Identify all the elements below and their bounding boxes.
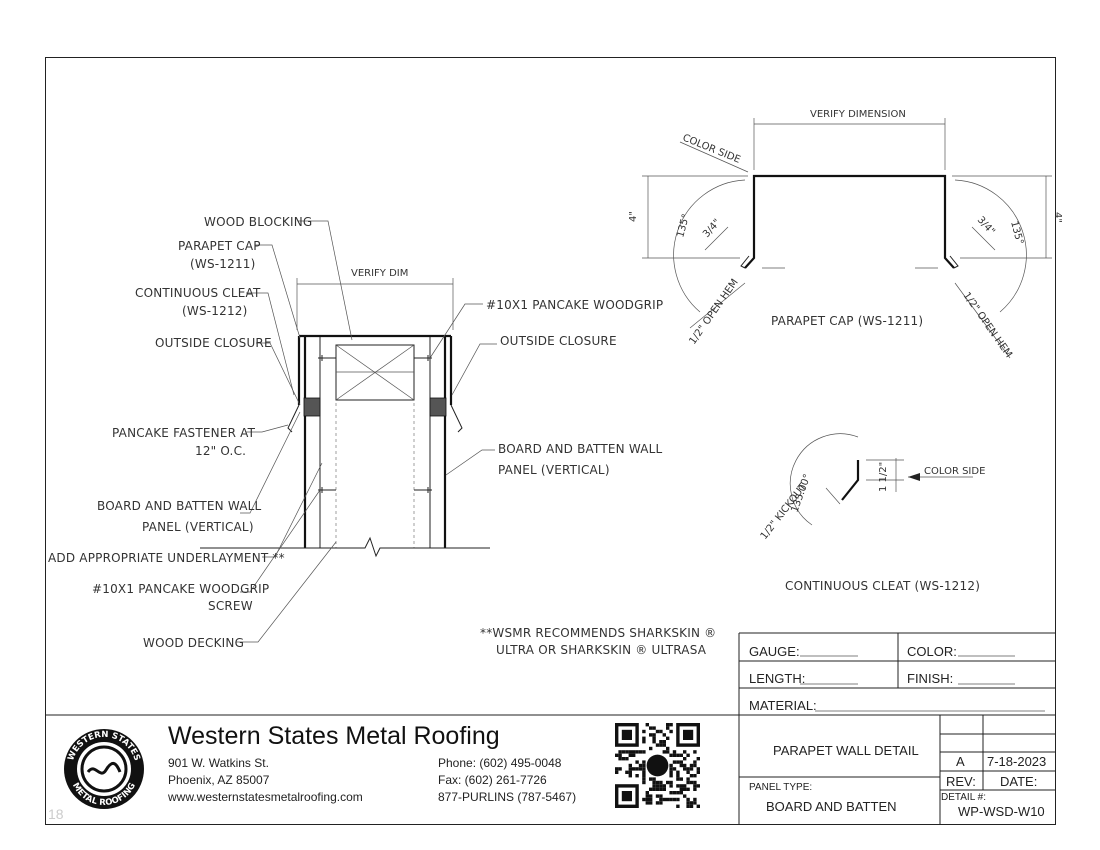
spec-finish-label: FINISH:: [907, 671, 954, 686]
label-outside-closure-left: OUTSIDE CLOSURE: [155, 336, 272, 350]
label-continuous-cleat-code: (WS-1212): [182, 304, 248, 318]
parapet-wall-section: [200, 220, 497, 643]
label-height-left: 4": [628, 211, 639, 222]
drawing-sheet-border: [45, 57, 1056, 825]
label-woodgrip-screw-2: SCREW: [208, 599, 253, 613]
label-woodgrip-top: #10X1 PANCAKE WOODGRIP: [486, 298, 663, 312]
spec-length-label: LENGTH:: [749, 671, 806, 686]
label-color-side-cleat: COLOR SIDE: [924, 466, 985, 477]
label-kickout: 1/2" KICKOUT: [759, 481, 810, 542]
label-outside-closure-right: OUTSIDE CLOSURE: [500, 334, 617, 348]
label-color-side-cap: COLOR SIDE: [681, 133, 742, 166]
label-continuous-cleat: CONTINUOUS CLEAT: [135, 286, 261, 300]
label-board-batten-left-2: PANEL (VERTICAL): [142, 520, 254, 534]
spec-material-label: MATERIAL:: [749, 698, 817, 713]
spec-color-label: COLOR:: [907, 644, 957, 659]
panel-type-value: BOARD AND BATTEN: [766, 799, 897, 814]
parapet-cap-profile: [642, 118, 1052, 359]
label-verify-dimension: VERIFY DIMENSION: [810, 109, 906, 120]
date-value: 7-18-2023: [987, 754, 1047, 769]
label-woodgrip-screw-1: #10X1 PANCAKE WOODGRIP: [92, 582, 269, 596]
label-angle-left: 135°: [675, 213, 692, 239]
label-parapet-cap-title: PARAPET CAP (WS-1211): [771, 314, 923, 328]
spec-gauge-label: GAUGE:: [749, 644, 800, 659]
company-fax: Fax: (602) 261-7726: [438, 773, 547, 787]
label-height-right: 4": [1052, 212, 1063, 223]
detail-number-label: DETAIL #:: [941, 792, 987, 803]
company-tollfree: 877-PURLINS (787-5467): [438, 790, 577, 804]
rev-value: A: [956, 754, 965, 769]
company-phone: Phone: (602) 495-0048: [438, 756, 562, 770]
qr-code[interactable]: [615, 723, 700, 808]
date-label: DATE:: [1000, 774, 1038, 789]
panel-type-label: PANEL TYPE:: [749, 782, 813, 793]
label-hem-right: 1/2" OPEN HEM: [961, 290, 1014, 360]
rev-label: REV:: [946, 774, 976, 789]
page-number: 18: [48, 806, 64, 822]
company-address-2: Phoenix, AZ 85007: [168, 773, 270, 787]
detail-name: PARAPET WALL DETAIL: [773, 743, 919, 758]
company-name: Western States Metal Roofing: [168, 722, 500, 750]
company-website[interactable]: www.westernstatesmetalroofing.com: [168, 790, 363, 804]
label-parapet-cap: PARAPET CAP: [178, 239, 261, 253]
label-leg-left: 3/4": [701, 217, 723, 240]
continuous-cleat-profile: [789, 433, 973, 526]
label-verify-dim: VERIFY DIM: [351, 268, 408, 279]
label-board-batten-right-2: PANEL (VERTICAL): [498, 463, 610, 477]
label-underlayment: ADD APPROPRIATE UNDERLAYMENT **: [48, 551, 285, 565]
label-parapet-cap-code: (WS-1211): [190, 257, 256, 271]
title-block-grid: [45, 632, 1056, 825]
label-wood-decking: WOOD DECKING: [143, 636, 244, 650]
note-line-1: **WSMR RECOMMENDS SHARKSKIN ®: [480, 626, 716, 640]
label-angle-right: 135°: [1008, 220, 1025, 246]
company-address-1: 901 W. Watkins St.: [168, 756, 269, 770]
label-wood-blocking: WOOD BLOCKING: [204, 215, 312, 229]
label-cleat-title: CONTINUOUS CLEAT (WS-1212): [785, 579, 980, 593]
detail-number-value: WP-WSD-W10: [958, 804, 1045, 819]
label-board-batten-left-1: BOARD AND BATTEN WALL: [97, 499, 262, 513]
label-cleat-dimension: 1 1/2": [878, 462, 889, 492]
label-leg-right: 3/4": [975, 215, 997, 238]
note-line-2: ULTRA OR SHARKSKIN ® ULTRASA: [496, 643, 707, 657]
company-logo: WESTERN STATES METAL ROOFING: [64, 729, 144, 809]
qr-logo-mark: [646, 754, 669, 777]
label-hem-left: 1/2" OPEN HEM: [687, 277, 740, 347]
label-pancake-fastener: PANCAKE FASTENER AT: [112, 426, 256, 440]
label-pancake-fastener-spacing: 12" O.C.: [195, 444, 246, 458]
label-board-batten-right-1: BOARD AND BATTEN WALL: [498, 442, 663, 456]
